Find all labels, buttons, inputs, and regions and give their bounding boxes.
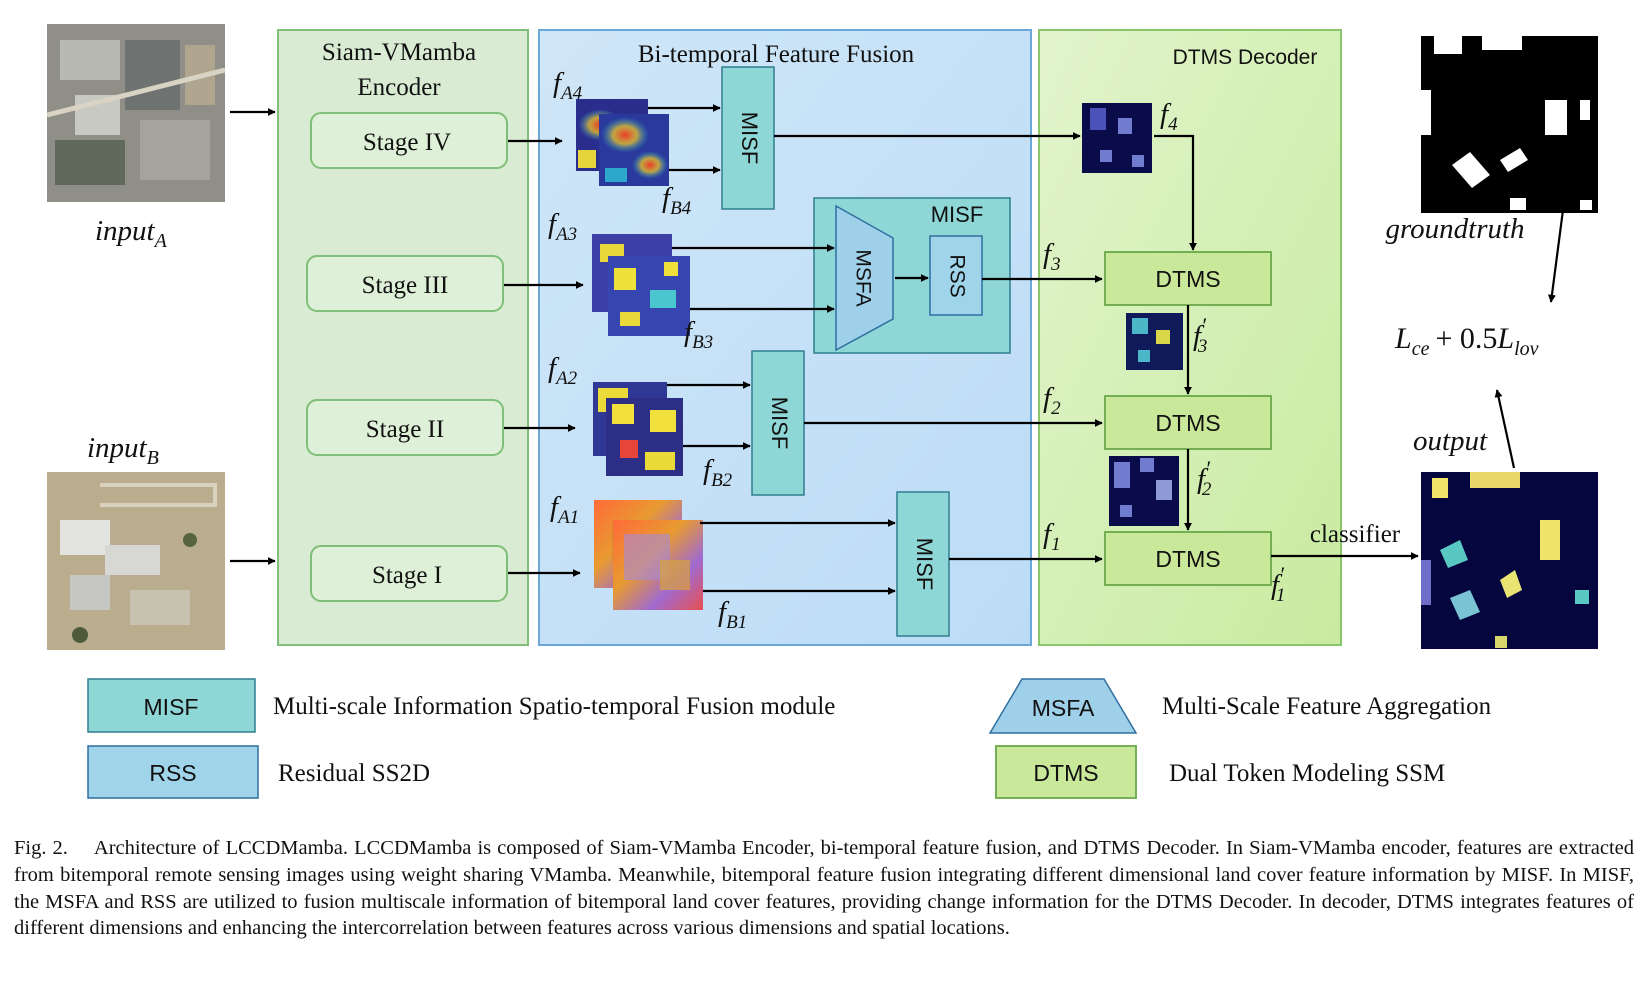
caption-label: Fig. 2. [14, 837, 68, 859]
stage-ii: Stage II [306, 399, 504, 456]
stage-i: Stage I [310, 545, 508, 602]
svg-text:Stage II: Stage II [366, 416, 444, 443]
f3-prime-label: f′3 [1193, 313, 1207, 357]
misf-module-4: MISF [721, 66, 775, 210]
rss-module: RSS [929, 235, 983, 316]
svg-text:MISF: MISF [931, 202, 984, 227]
stage-iv: Stage IV [310, 112, 508, 169]
stage-iii: Stage III [306, 255, 504, 312]
legend-misf-desc: Multi-scale Information Spatio-temporal … [273, 693, 835, 720]
svg-text:DTMS: DTMS [1155, 266, 1220, 292]
input-b-label: inputB [87, 432, 159, 469]
output-label: output [1413, 425, 1488, 457]
svg-text:DTMS: DTMS [1155, 546, 1220, 572]
svg-text:MISF: MISF [144, 694, 199, 720]
encoder-title-line2: Encoder [357, 74, 441, 101]
fusion-title: Bi-temporal Feature Fusion [638, 41, 915, 68]
groundtruth-label: groundtruth [1385, 213, 1524, 245]
svg-text:MSFA: MSFA [1032, 695, 1095, 721]
feature-map-b2 [606, 398, 683, 476]
feature-label-a1: fA1 [550, 491, 579, 528]
misf-module-1: MISF [896, 491, 950, 637]
input-a-image [46, 24, 226, 202]
decoder-title: DTMS Decoder [1173, 46, 1318, 69]
svg-text:Stage III: Stage III [362, 272, 449, 299]
loss-formula: Lce+ 0.5Llov [1394, 322, 1539, 360]
classifier-label: classifier [1310, 521, 1401, 548]
legend-msfa-desc: Multi-Scale Feature Aggregation [1162, 693, 1492, 720]
svg-text:MISF: MISF [912, 538, 937, 591]
dtms-block-1: DTMS [1104, 531, 1272, 586]
groundtruth-image [1421, 36, 1598, 213]
input-a-label: inputA [95, 215, 168, 252]
input-b-image [47, 472, 225, 650]
f1-prime-label: f′1 [1271, 562, 1285, 606]
svg-text:Stage IV: Stage IV [363, 129, 451, 156]
groundtruth-to-loss-arrow [1547, 209, 1565, 303]
svg-text:DTMS: DTMS [1033, 760, 1098, 786]
dtms-block-3: DTMS [1104, 251, 1272, 306]
output-image [1421, 472, 1598, 649]
feature-label-b2: fB2 [703, 454, 733, 491]
f2-prime-map [1109, 456, 1179, 526]
caption-text: Architecture of LCCDMamba. LCCDMamba is … [14, 837, 1634, 940]
svg-text:RSS: RSS [149, 760, 196, 786]
architecture-diagram: Siam-VMamba Encoder Bi-temporal Feature … [46, 24, 1598, 799]
figure-caption: Fig. 2.Architecture of LCCDMamba. LCCDMa… [14, 835, 1634, 942]
svg-text:MISF: MISF [737, 112, 762, 165]
legend-rss-desc: Residual SS2D [278, 760, 430, 787]
svg-text:Stage I: Stage I [372, 562, 442, 589]
feature-map-b4 [599, 114, 669, 186]
svg-text:RSS: RSS [945, 254, 968, 297]
svg-text:MISF: MISF [767, 397, 792, 450]
encoder-title-line1: Siam-VMamba [322, 39, 476, 66]
legend-msfa-swatch: MSFA [988, 678, 1138, 734]
feature-map-b3 [608, 256, 690, 336]
output-to-loss-arrow [1494, 389, 1516, 469]
f2-prime-label: f′2 [1197, 456, 1212, 500]
f3-prime-map [1126, 313, 1183, 370]
f4-to-dtms3-arrow [1154, 134, 1197, 251]
msfa-module: MSFA [835, 204, 894, 352]
legend-dtms-swatch: DTMS [995, 745, 1137, 799]
legend-dtms-desc: Dual Token Modeling SSM [1169, 760, 1445, 787]
feature-map-b1 [613, 520, 703, 610]
dtms-block-2: DTMS [1104, 395, 1272, 450]
legend-rss-swatch: RSS [87, 745, 259, 799]
svg-text:DTMS: DTMS [1155, 410, 1220, 436]
misf-module-2: MISF [751, 350, 805, 496]
f4-map [1082, 103, 1152, 173]
svg-text:MSFA: MSFA [851, 249, 874, 306]
legend-misf-swatch: MISF [87, 678, 256, 733]
